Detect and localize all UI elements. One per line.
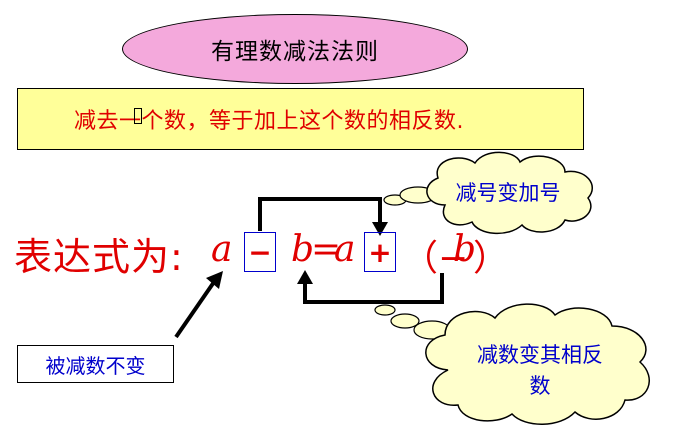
minus-box: − <box>244 232 276 272</box>
expr-equals: = <box>311 229 342 270</box>
cloud-subtrahend-text-2: 数 <box>529 374 551 398</box>
cloud-subtrahend: 减数变其相反 数 <box>440 340 640 402</box>
title-ellipse: 有理数减法法则 <box>122 14 468 84</box>
expr-a2: a <box>334 229 356 270</box>
arrow-sign-change <box>258 197 382 231</box>
cloud-bubble-small-4 <box>390 313 420 329</box>
expr-b2: b <box>453 229 477 270</box>
arrow-sign-change-head <box>372 222 388 236</box>
cloud-sign-change-text: 减号变加号 <box>455 181 561 205</box>
cloud-sign-change: 减号变加号 <box>448 177 568 207</box>
plus-box: + <box>364 232 396 272</box>
rule-text: 减去一个数，等于加上这个数的相反数. <box>74 109 464 134</box>
cloud-subtrahend-text-1: 减数变其相反 <box>477 343 603 367</box>
arrow-minuend-head <box>206 271 223 289</box>
cloud-sign-change-shape <box>426 151 594 234</box>
arrow-minuend <box>174 280 216 339</box>
cloud-subtrahend-shape <box>425 303 650 425</box>
minus-sign: − <box>248 235 272 269</box>
rule-box: 减去一个数，等于加上这个数的相反数. <box>17 88 584 150</box>
cloud-bubble-small-3 <box>374 304 396 316</box>
expr-paren-open: （− <box>402 238 469 279</box>
arrow-subtrahend-head <box>297 270 313 284</box>
arrow-subtrahend <box>303 273 444 304</box>
minuend-note-text: 被减数不变 <box>45 353 146 378</box>
expression-label: 表达式为: <box>14 235 184 279</box>
plus-sign: + <box>368 235 392 269</box>
expr-a1: a <box>211 229 233 270</box>
text-cursor-icon <box>134 108 142 124</box>
expr-b1: b <box>291 229 315 270</box>
page-title: 有理数减法法则 <box>211 39 379 65</box>
expr-paren-close: ） <box>473 238 510 279</box>
minuend-note-box: 被减数不变 <box>17 345 174 383</box>
